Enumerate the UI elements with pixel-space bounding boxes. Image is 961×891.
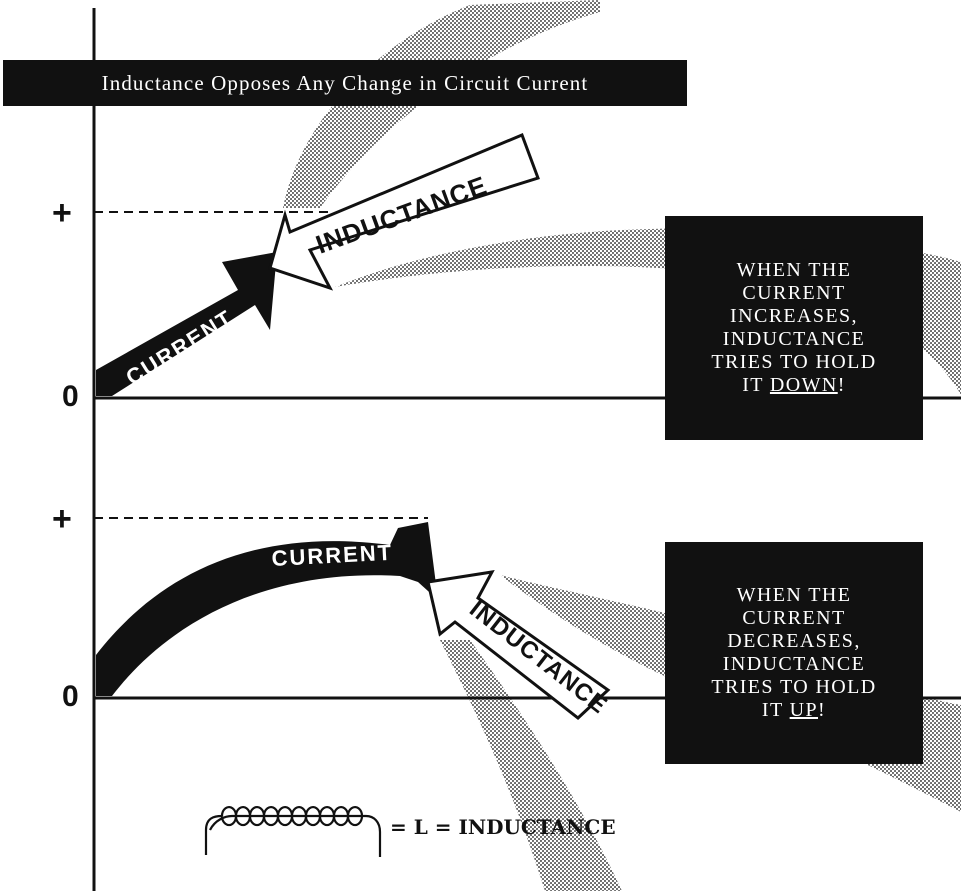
panel1-current-arrow <box>96 252 277 396</box>
callout-line: CURRENT <box>742 282 846 304</box>
callout-decrease: WHEN THE CURRENT DECREASES, INDUCTANCE T… <box>665 542 923 764</box>
panel1-plus-label: + <box>52 194 72 232</box>
callout-increase: WHEN THE CURRENT INCREASES, INDUCTANCE T… <box>665 216 923 440</box>
legend-text: = L = INDUCTANCE <box>390 815 616 839</box>
callout-line: CURRENT <box>742 607 846 629</box>
callout-line: INDUCTANCE <box>722 653 866 675</box>
halftone-beam-top <box>283 0 600 208</box>
callout-line: INCREASES, <box>730 305 858 327</box>
callout-line: TRIES TO HOLD <box>711 676 877 698</box>
callout-emphasis: UP <box>789 699 819 721</box>
callout-line: TRIES TO HOLD <box>711 351 877 373</box>
callout-line: INDUCTANCE <box>722 328 866 350</box>
panel1-zero-label: 0 <box>62 380 79 413</box>
callout-line: WHEN THE <box>736 259 852 281</box>
callout-prefix: IT <box>742 374 770 396</box>
panel1-inductance-arrow <box>268 133 540 291</box>
panel2-zero-label: 0 <box>62 680 79 713</box>
halftone-beam-bottom <box>440 640 622 891</box>
panel2-plus-label: + <box>52 500 72 538</box>
callout-suffix: ! <box>818 699 827 721</box>
callout-line: WHEN THE <box>736 584 852 606</box>
panel2-current-arrow <box>96 522 438 696</box>
callout-suffix: ! <box>837 374 846 396</box>
callout-line: IT UP! <box>665 699 923 722</box>
diagram-title: Inductance Opposes Any Change in Circuit… <box>3 60 687 106</box>
panel2-inductance-arrow <box>426 570 611 720</box>
callout-prefix: IT <box>761 699 790 721</box>
callout-emphasis: DOWN <box>769 374 838 396</box>
callout-line: DECREASES, <box>727 630 861 652</box>
coil-symbol <box>204 805 382 857</box>
callout-line: IT DOWN! <box>665 374 923 397</box>
